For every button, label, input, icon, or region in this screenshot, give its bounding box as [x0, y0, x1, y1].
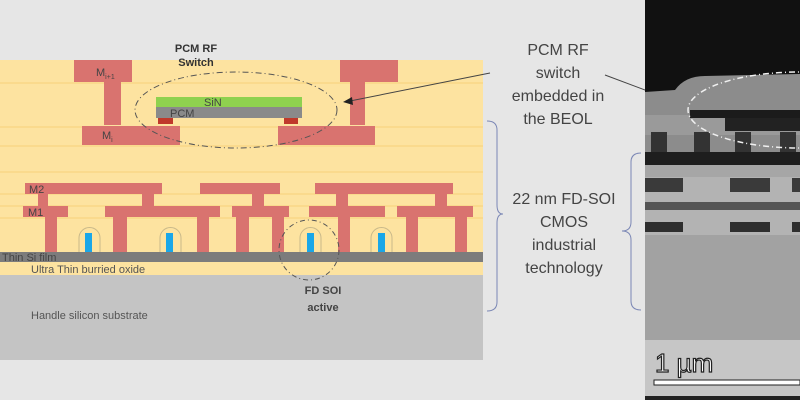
- pcm-layer: [156, 107, 302, 118]
- cmos-line: industrial: [532, 237, 596, 254]
- beol-metals: [74, 60, 398, 145]
- fdsoi-line2: active: [307, 302, 338, 314]
- m1-label: M1: [28, 207, 43, 219]
- box-label: Ultra Thin burried oxide: [31, 264, 145, 276]
- metal-top-label: Mi+1: [96, 67, 115, 81]
- transistor-gates: [78, 227, 393, 252]
- arrow-to-schematic: [344, 72, 491, 103]
- substrate-label: Handle silicon substrate: [31, 310, 148, 322]
- cmos-line: 22 nm FD-SOI: [512, 191, 615, 208]
- tem-image: 1 µm: [645, 0, 800, 400]
- arrowhead-icon: [343, 97, 353, 105]
- left-bracket: [486, 120, 504, 312]
- thin-si-film: [0, 252, 483, 262]
- beol-line: switch: [536, 65, 580, 82]
- beol-line: embedded in: [512, 88, 605, 105]
- beol-annotation: PCM RF switch embedded in the BEOL: [512, 42, 605, 128]
- cmos-line: technology: [525, 260, 602, 277]
- title-line2: Switch: [178, 57, 214, 69]
- beol-line: the BEOL: [523, 111, 592, 128]
- scale-bar-label: 1 µm: [655, 348, 713, 378]
- m2-label: M2: [29, 184, 44, 196]
- scale-bar: [653, 379, 800, 386]
- sin-label: SiN: [204, 97, 222, 109]
- metal-bottom-label: Mi: [102, 130, 113, 144]
- feol-metals: [23, 183, 473, 252]
- right-bracket: [621, 152, 642, 311]
- title-line1: PCM RF: [175, 43, 217, 55]
- pcm-label: PCM: [170, 108, 194, 120]
- substrate: [0, 275, 483, 360]
- thin-si-label: Thin Si film: [2, 252, 56, 264]
- fdsoi-circle: [278, 219, 340, 281]
- tem-ellipse: [687, 71, 800, 149]
- beol-line: PCM RF: [527, 42, 589, 59]
- fdsoi-line1: FD SOI: [305, 285, 342, 297]
- sin-layer: [156, 97, 302, 107]
- cmos-annotation: 22 nm FD-SOI CMOS industrial technology: [512, 191, 615, 277]
- cross-section-schematic: PCM RF Switch Mi+1 Mi SiN PCM M2 M1 Thin…: [0, 43, 483, 360]
- pcm-ellipse: [134, 71, 338, 149]
- cmos-line: CMOS: [540, 214, 588, 231]
